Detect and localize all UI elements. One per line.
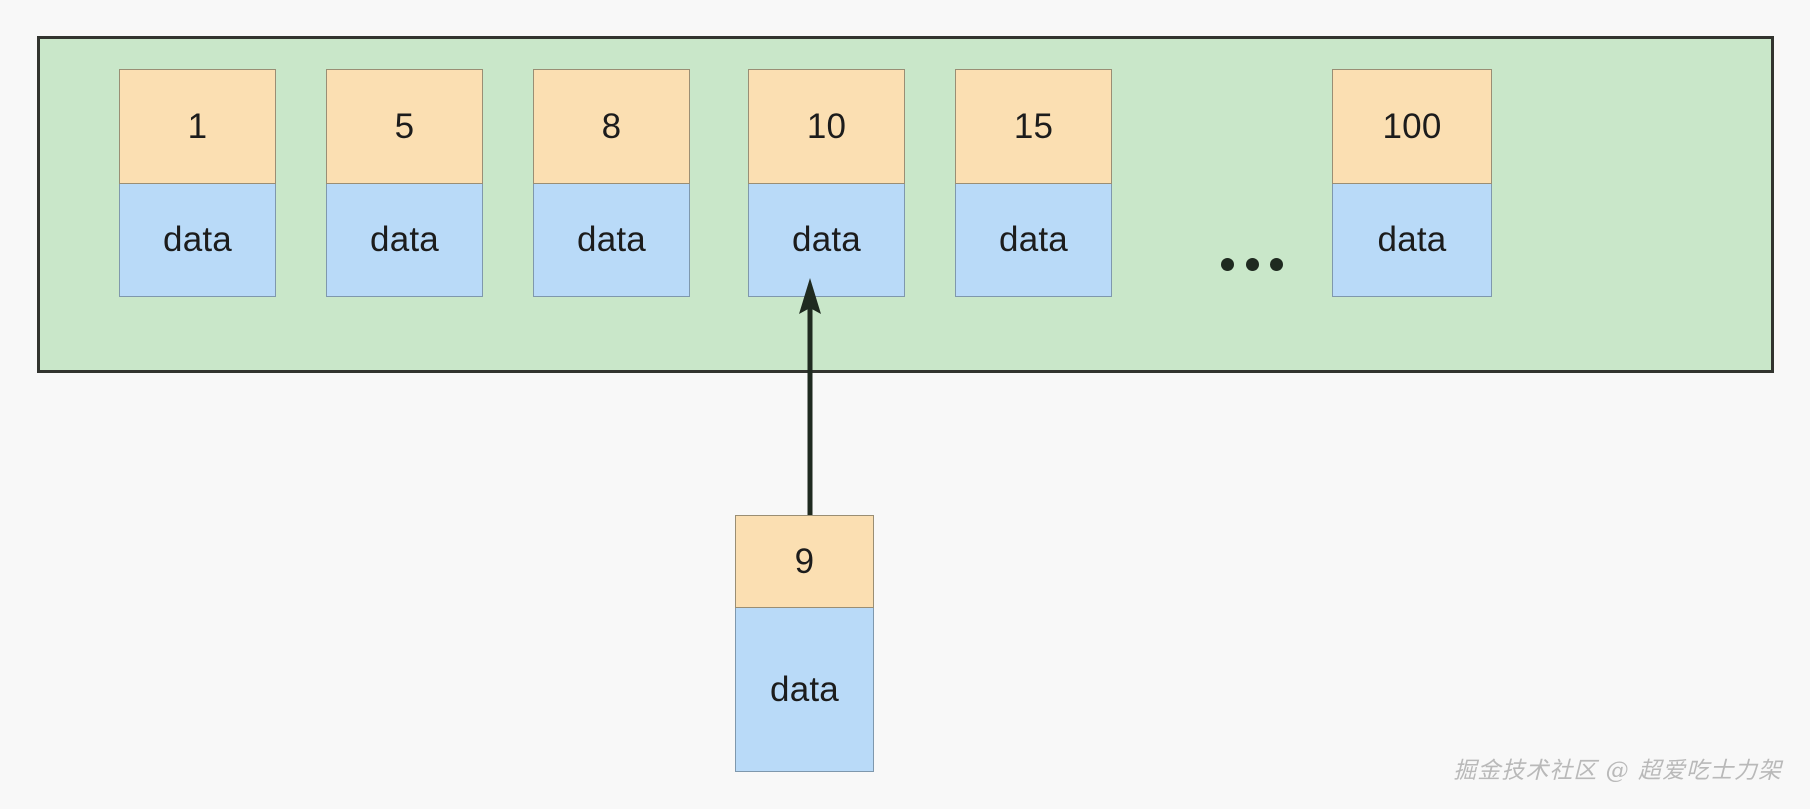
array-node-3-key: 10 xyxy=(748,69,905,184)
array-node-1-key: 5 xyxy=(326,69,483,184)
ellipsis-dot-1 xyxy=(1221,257,1234,271)
array-node-2-key: 8 xyxy=(533,69,690,184)
array-node-5-key: 100 xyxy=(1332,69,1492,184)
array-node-2-value: data xyxy=(533,184,690,297)
array-container: 1 data 5 data 8 data 10 data 15 data xyxy=(37,36,1774,373)
array-node-4[interactable]: 15 data xyxy=(955,69,1112,297)
array-node-2[interactable]: 8 data xyxy=(533,69,690,297)
array-node-3[interactable]: 10 data xyxy=(748,69,905,297)
array-node-4-key: 15 xyxy=(955,69,1112,184)
inserted-node[interactable]: 9 data xyxy=(735,515,874,772)
array-node-5-value: data xyxy=(1332,184,1492,297)
array-node-0-value: data xyxy=(119,184,276,297)
ellipsis-indicator xyxy=(1221,253,1283,275)
ellipsis-dot-3 xyxy=(1270,257,1283,271)
array-node-4-value: data xyxy=(955,184,1112,297)
inserted-node-value: data xyxy=(735,608,874,772)
watermark: 掘金技术社区 @ 超爱吃士力架 xyxy=(1453,758,1782,784)
array-node-5[interactable]: 100 data xyxy=(1332,69,1492,297)
array-node-0-key: 1 xyxy=(119,69,276,184)
inserted-node-key: 9 xyxy=(735,515,874,608)
array-node-0[interactable]: 1 data xyxy=(119,69,276,297)
array-node-3-value: data xyxy=(748,184,905,297)
array-node-1-value: data xyxy=(326,184,483,297)
ellipsis-dot-2 xyxy=(1245,257,1259,271)
array-node-1[interactable]: 5 data xyxy=(326,69,483,297)
